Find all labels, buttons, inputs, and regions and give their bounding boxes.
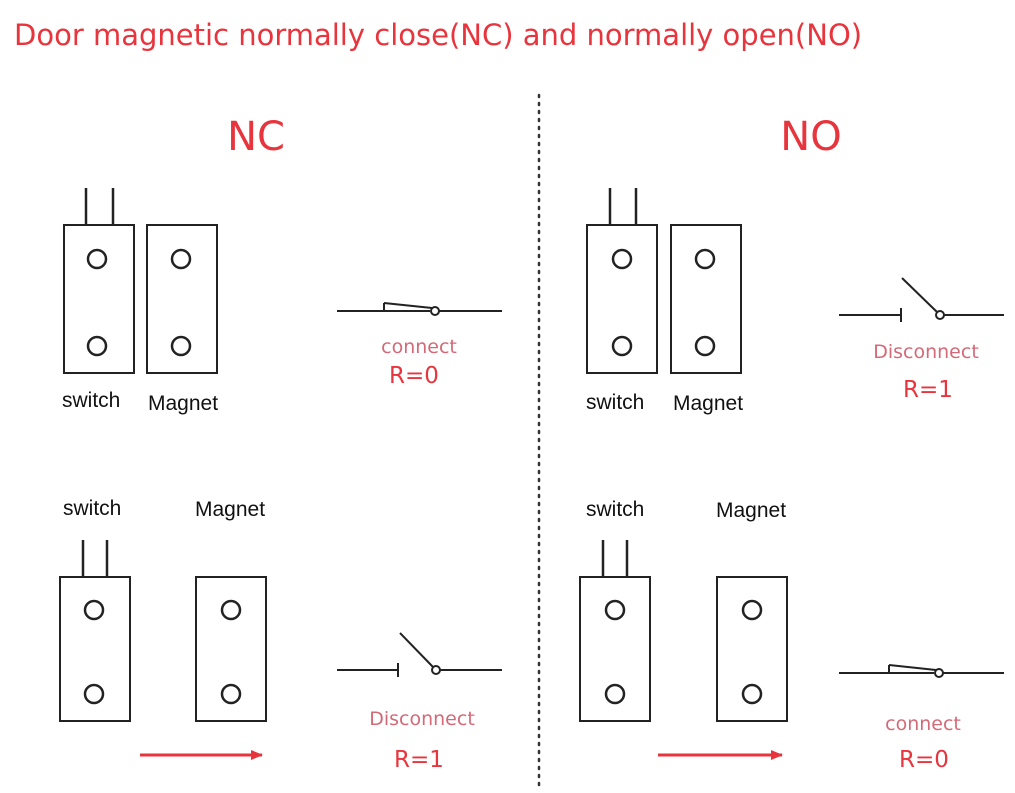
nc-bottom-magnet-label: Magnet (195, 498, 265, 521)
no-top-open-switch-symbol (839, 277, 1004, 322)
nc-top-magnet-unit (146, 224, 218, 374)
no-bottom-magnet-label: Magnet (716, 499, 786, 522)
no-top-magnet-label: Magnet (673, 392, 743, 415)
nc-bottom-switch-unit (59, 540, 131, 722)
nc-top-state: connect (381, 336, 457, 358)
no-top-state: Disconnect (873, 341, 979, 363)
no-bottom-switch-label: switch (586, 498, 644, 521)
nc-bottom-state: Disconnect (369, 708, 475, 730)
no-bottom-magnet-unit (716, 576, 788, 722)
nc-top-switch-unit (63, 188, 135, 374)
no-bottom-resistance: R=0 (899, 747, 949, 773)
nc-bottom-magnet-unit (195, 576, 267, 722)
nc-bottom-switch-label: switch (63, 497, 121, 520)
nc-top-resistance: R=0 (389, 363, 439, 389)
nc-bottom-resistance: R=1 (394, 747, 444, 773)
no-top-resistance: R=1 (903, 377, 953, 403)
nc-top-magnet-label: Magnet (148, 392, 218, 415)
no-top-switch-unit (586, 188, 658, 374)
diagram-title: Door magnetic normally close(NC) and nor… (14, 18, 862, 52)
nc-bottom-open-switch-symbol (337, 632, 502, 677)
nc-top-switch-label: switch (62, 389, 120, 412)
no-top-magnet-unit (670, 224, 742, 374)
nc-heading: NC (227, 114, 285, 160)
no-bottom-state: connect (885, 713, 961, 735)
no-heading: NO (780, 114, 841, 160)
nc-top-closed-switch-symbol (337, 302, 502, 316)
no-top-switch-label: switch (586, 391, 644, 414)
no-bottom-closed-switch-symbol (839, 664, 1004, 678)
no-bottom-switch-unit (579, 540, 651, 722)
